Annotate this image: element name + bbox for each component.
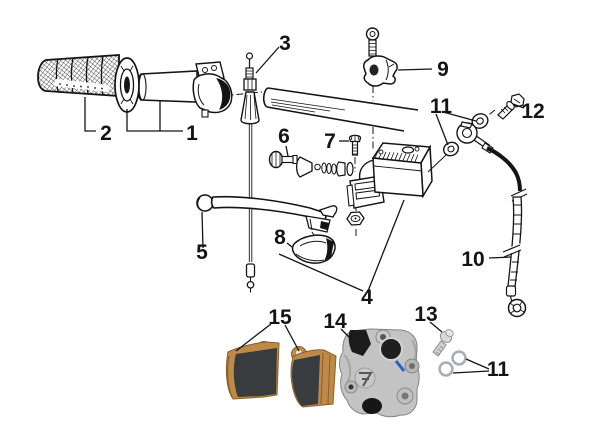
part-brake-cable [486,146,528,318]
reservoir [371,142,433,199]
part-cable-adjuster [240,52,260,125]
callout-11-bottom: 11 [487,358,510,381]
callout-7: 7 [324,130,336,153]
throttle-housing [192,61,233,118]
callout-1: 1 [186,122,198,145]
caliper-bore [379,337,403,361]
callout-11-top: 11 [430,95,453,118]
part-banjo-washers [427,113,494,173]
part-clamp [363,27,398,87]
callout-10: 10 [461,248,484,271]
part-brake-caliper [339,328,420,418]
callout-12: 12 [521,100,544,123]
part-piston-kit [295,156,354,178]
part-master-cylinder [346,142,433,226]
part-adjuster-knob [268,150,298,169]
part-banjo-bolt [497,93,525,120]
callout-13: 13 [414,303,437,326]
part-brake-pads [225,341,337,408]
part-brake-lever [196,194,338,239]
callout-9: 9 [437,58,449,81]
callouts: 1 2 3 4 5 6 7 8 9 10 11 12 11 13 14 15 [100,32,545,381]
callout-15: 15 [268,306,292,329]
part-handlebar [262,87,419,132]
part-screw [348,134,362,156]
part-grip [37,54,120,97]
callout-6: 6 [278,125,290,148]
callout-2: 2 [100,122,112,145]
callout-4: 4 [361,286,373,309]
callout-14: 14 [323,310,347,333]
callout-5: 5 [196,241,208,264]
caliper-boot [362,398,382,414]
part-seal-rings [438,350,467,377]
caliper-blue-seal [394,360,406,372]
part-throttle-tube-assembly [114,57,233,118]
brake-pad-right [290,346,337,408]
callout-3: 3 [279,32,291,55]
leader-lines [84,46,525,374]
part-lever-boot [291,234,336,264]
throttle-cable [245,124,256,293]
brake-pad-left [225,341,280,400]
callout-8: 8 [274,226,286,249]
part-caliper-bolt [432,328,454,357]
caliper-black-fitting [348,330,371,356]
